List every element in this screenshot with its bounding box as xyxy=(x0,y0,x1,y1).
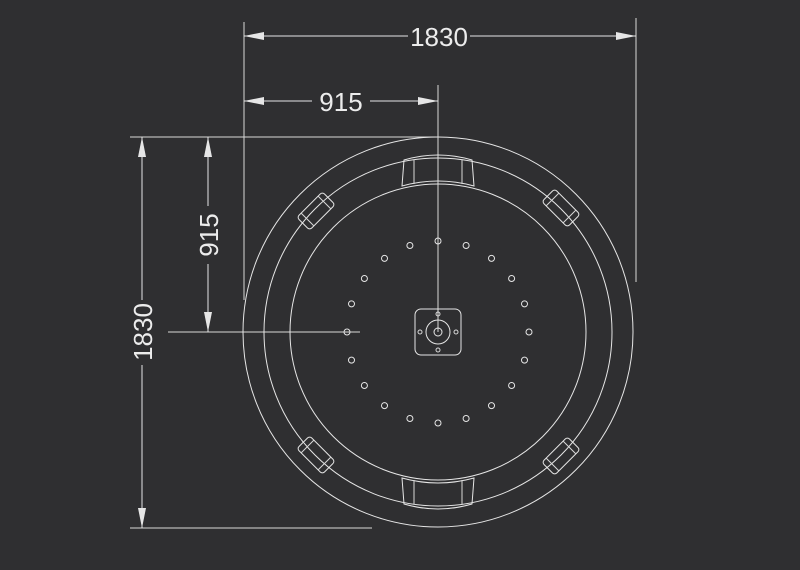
dimension-left-overall-label: 1830 xyxy=(128,303,158,361)
jet xyxy=(462,242,470,249)
jet xyxy=(348,356,355,364)
jet xyxy=(360,382,368,389)
jet xyxy=(488,254,495,262)
jet xyxy=(343,328,351,336)
jet xyxy=(406,242,414,249)
dimension-top-overall-label: 1830 xyxy=(410,22,468,52)
jet xyxy=(508,275,516,282)
jet xyxy=(348,300,355,308)
jet xyxy=(381,254,388,262)
jet xyxy=(406,415,414,422)
jet xyxy=(521,300,528,308)
jet xyxy=(434,237,442,245)
jet-ring xyxy=(343,237,533,427)
jet xyxy=(360,275,368,282)
tub-outer-rim xyxy=(242,136,634,528)
jet xyxy=(508,382,516,389)
dimension-top-half-label: 915 xyxy=(319,87,362,117)
jet xyxy=(434,419,442,427)
dimension-left-overall: 1830 xyxy=(128,137,158,528)
handle-bottom-right xyxy=(542,437,580,475)
tub-basin xyxy=(289,183,587,481)
handle-top-left xyxy=(297,192,335,230)
extension-lines xyxy=(130,18,637,529)
center-drain xyxy=(414,308,462,356)
dimension-left-half-label: 915 xyxy=(194,213,224,256)
jet xyxy=(521,356,528,364)
jet xyxy=(381,402,388,410)
handle-bottom-left xyxy=(297,436,335,474)
tub-rim-inner-edge xyxy=(263,157,613,507)
tub-outline xyxy=(242,136,634,528)
jet xyxy=(488,402,495,410)
jet xyxy=(525,328,533,336)
dimension-left-half: 915 xyxy=(194,137,224,332)
jet xyxy=(462,415,470,422)
dimension-top-half: 915 xyxy=(244,87,438,117)
dimension-top-overall: 1830 xyxy=(244,22,636,52)
handle-top-right xyxy=(542,189,580,227)
headrest-bottom xyxy=(401,477,475,510)
headrest-top xyxy=(401,154,475,187)
